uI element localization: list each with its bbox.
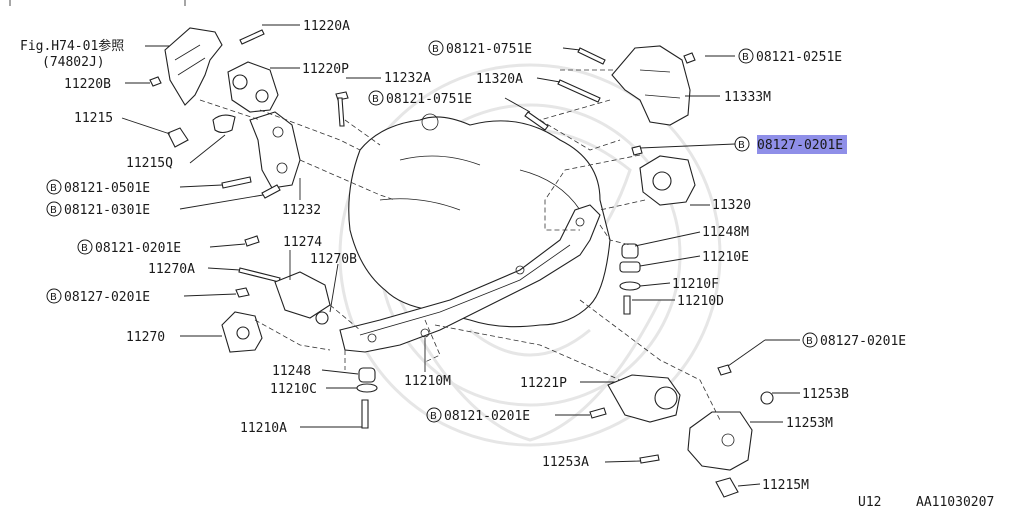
svg-text:B: B bbox=[50, 292, 57, 303]
label-11210D: 11210D bbox=[677, 294, 724, 309]
bracket-11232 bbox=[249, 111, 301, 189]
label-11220B: 11220B bbox=[64, 77, 111, 92]
bracket-11274 bbox=[274, 271, 331, 319]
bolts bbox=[149, 29, 732, 464]
label-11221P: 11221P bbox=[520, 376, 567, 391]
label-11253B: 11253B bbox=[802, 387, 849, 402]
label-11270: 11270 bbox=[126, 330, 165, 345]
frame-corner bbox=[9, 0, 186, 6]
label-11215M: 11215M bbox=[762, 478, 809, 493]
highlight-selected-part bbox=[757, 135, 847, 154]
mount-11333M-ribs bbox=[639, 69, 681, 99]
label-reference: Fig.H74-01参照 bbox=[20, 38, 124, 54]
label-08127-0201E-right: 08127-0201E bbox=[820, 334, 906, 349]
label-08121-0251E: 08121-0251E bbox=[756, 50, 842, 65]
center-member-hole-2 bbox=[420, 328, 430, 338]
label-11220A: 11220A bbox=[303, 19, 350, 34]
mount-11221P bbox=[607, 374, 681, 423]
label-11320A: 11320A bbox=[476, 72, 523, 87]
svg-text:B: B bbox=[50, 205, 57, 216]
pad-11215Q bbox=[212, 114, 236, 134]
label-08121-0501E: 08121-0501E bbox=[64, 181, 150, 196]
footer-model: U12 bbox=[858, 495, 881, 510]
stopper-11215M bbox=[715, 477, 739, 498]
label-11232: 11232 bbox=[282, 203, 321, 218]
case-boss bbox=[421, 113, 439, 131]
label-11220P: 11220P bbox=[302, 62, 349, 77]
label-08121-0751E-mid: 08121-0751E bbox=[386, 92, 472, 107]
mount-cover-plate bbox=[164, 27, 223, 106]
assembly-dashed-lines bbox=[199, 69, 721, 421]
label-11253A: 11253A bbox=[542, 455, 589, 470]
label-11248: 11248 bbox=[272, 364, 311, 379]
insulator-stack-left bbox=[356, 367, 378, 393]
label-11333M: 11333M bbox=[724, 90, 771, 105]
clip-11215 bbox=[167, 127, 189, 148]
label-11210M: 11210M bbox=[404, 374, 451, 389]
label-08121-0751E-top: 08121-0751E bbox=[446, 42, 532, 57]
center-member-hole-1 bbox=[367, 333, 377, 343]
label-11210F: 11210F bbox=[672, 277, 719, 292]
cover-plate-ribs bbox=[174, 44, 206, 76]
bracket-11253M bbox=[687, 411, 753, 471]
label-11270A: 11270A bbox=[148, 262, 195, 277]
bolt-markers: B B B B B B B B B B bbox=[46, 40, 818, 423]
svg-text:B: B bbox=[806, 336, 813, 347]
center-member-hole-3 bbox=[515, 265, 525, 275]
svg-text:B: B bbox=[430, 411, 437, 422]
footer-code: AA11030207 bbox=[916, 495, 994, 510]
svg-text:B: B bbox=[50, 183, 57, 194]
label-11274: 11274 bbox=[283, 235, 322, 250]
label-11210C: 11210C bbox=[270, 382, 317, 397]
part-labels: 11220A Fig.H74-01参照 (74802J) 11220P 1122… bbox=[20, 19, 994, 510]
svg-text:B: B bbox=[738, 140, 745, 151]
center-member bbox=[339, 204, 601, 353]
label-11248M: 11248M bbox=[702, 225, 749, 240]
label-08121-0301E: 08121-0301E bbox=[64, 203, 150, 218]
label-08127-0201E-left: 08127-0201E bbox=[64, 290, 150, 305]
label-11210A: 11210A bbox=[240, 421, 287, 436]
svg-text:B: B bbox=[81, 243, 88, 254]
svg-text:B: B bbox=[742, 52, 749, 63]
label-11215: 11215 bbox=[74, 111, 113, 126]
leader-lines bbox=[121, 24, 800, 487]
bushing-11270B bbox=[315, 311, 329, 325]
svg-text:B: B bbox=[432, 44, 439, 55]
center-member-hole-4 bbox=[575, 217, 585, 227]
label-11253M: 11253M bbox=[786, 416, 833, 431]
engine-mount-11220P bbox=[227, 61, 279, 113]
label-reference-code: (74802J) bbox=[42, 55, 105, 70]
mount-11333M bbox=[611, 45, 691, 126]
svg-text:B: B bbox=[372, 94, 379, 105]
label-11320: 11320 bbox=[712, 198, 751, 213]
bushing-11253B bbox=[760, 391, 774, 405]
label-08121-0201E-left: 08121-0201E bbox=[95, 241, 181, 256]
label-11215Q: 11215Q bbox=[126, 156, 173, 171]
center-member-rib bbox=[359, 244, 571, 336]
label-11232A: 11232A bbox=[384, 71, 431, 86]
label-11270B: 11270B bbox=[310, 252, 357, 267]
insulator-stack-right bbox=[619, 243, 641, 291]
label-08121-0201E-bottom: 08121-0201E bbox=[444, 409, 530, 424]
label-08127-0201E-highlighted: 08127-0201E bbox=[757, 138, 843, 153]
case-ribs bbox=[379, 155, 581, 211]
label-11210E: 11210E bbox=[702, 250, 749, 265]
